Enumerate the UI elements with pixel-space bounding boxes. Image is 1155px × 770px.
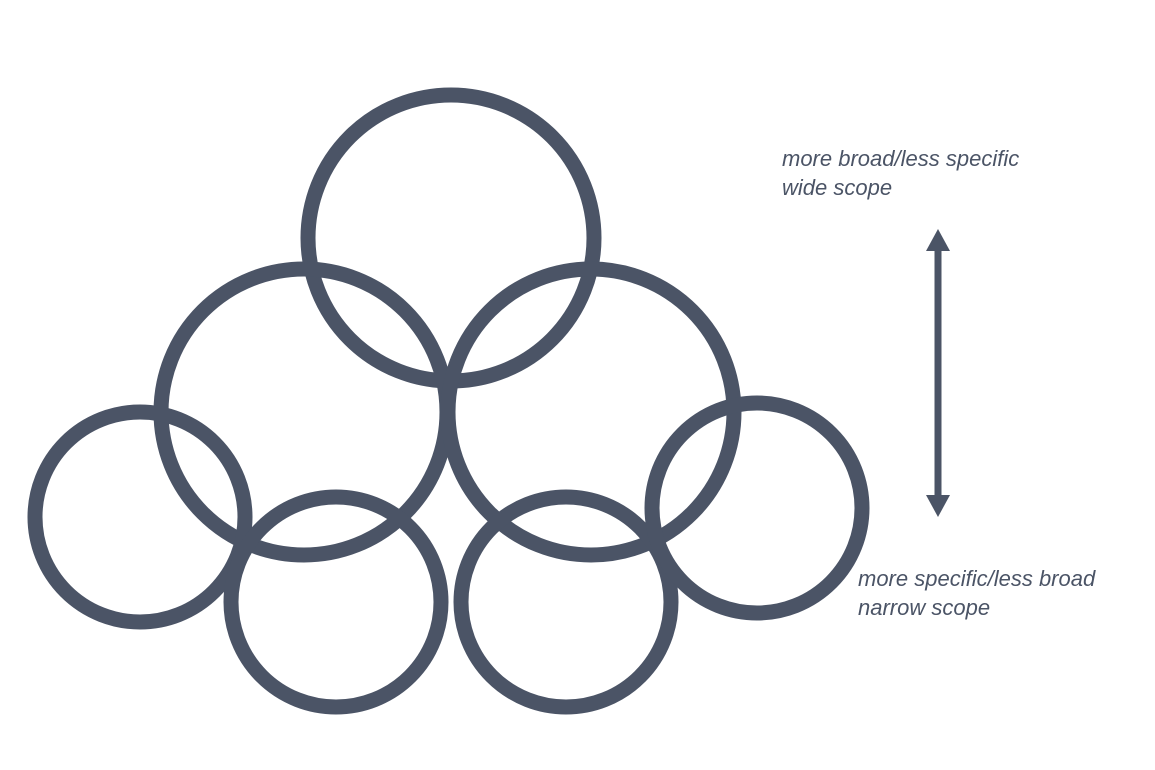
circle-bottom-inner-left <box>223 489 449 715</box>
circle-bottom-far-left <box>27 404 253 630</box>
circle-bottom-far-right <box>644 395 870 621</box>
label-broad-line1: more broad/less specific <box>782 146 1020 171</box>
circle-middle-left <box>153 261 455 563</box>
arrow-head-up <box>926 229 950 251</box>
arrow-head-down <box>926 495 950 517</box>
label-broad-scope: more broad/less specific wide scope <box>782 144 1019 202</box>
circle-middle-right <box>440 261 742 563</box>
label-narrow-line2: narrow scope <box>858 595 991 620</box>
label-narrow-scope: more specific/less broad narrow scope <box>858 564 1095 622</box>
label-narrow-line1: more specific/less broad <box>858 566 1096 591</box>
circle-group <box>27 87 870 715</box>
label-broad-line2: wide scope <box>782 175 893 200</box>
circle-bottom-inner-right <box>453 489 679 715</box>
double-arrow-icon <box>926 229 950 517</box>
circle-top <box>300 87 602 389</box>
